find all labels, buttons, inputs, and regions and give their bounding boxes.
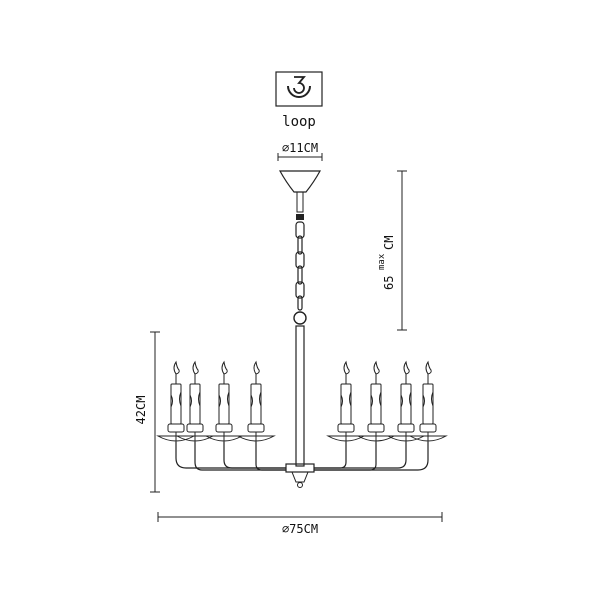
loop-ring [293, 311, 307, 325]
arms [175, 442, 429, 471]
drop-length-label: 65 [382, 276, 396, 290]
canopy-dimension-line [277, 153, 323, 161]
canopy-neck [296, 191, 304, 213]
candle [236, 360, 276, 442]
candle [204, 360, 244, 442]
height-dimension-line [150, 331, 160, 493]
drop-label-group: 65 max CM [377, 236, 396, 290]
height-label: 42CM [134, 396, 148, 425]
candle [326, 360, 366, 442]
candle [175, 360, 215, 442]
chain [295, 221, 305, 311]
drop-max-label: max [377, 253, 387, 270]
hub [285, 463, 315, 473]
drop-dimension-line [397, 170, 407, 331]
candle [356, 360, 396, 442]
loop-label: loop [282, 114, 316, 130]
candle-group [156, 360, 448, 442]
candle [386, 360, 426, 442]
drop-unit-label: CM [382, 236, 396, 250]
candle [408, 360, 448, 442]
loop-icon [275, 71, 323, 107]
candle [156, 360, 196, 442]
width-dimension-line [157, 512, 443, 522]
canopy-diameter-label: ⌀11CM [282, 141, 318, 155]
central-stem [295, 325, 305, 467]
width-label: ⌀75CM [282, 522, 318, 536]
canopy [278, 170, 322, 193]
